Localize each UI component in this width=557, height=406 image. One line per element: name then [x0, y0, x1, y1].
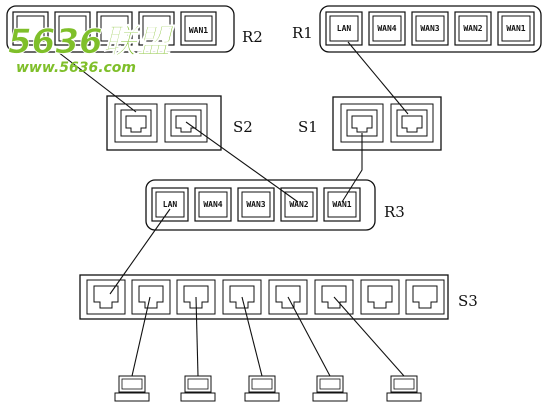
- computer-3: [244, 375, 280, 402]
- watermark-url: www.5636.com: [16, 60, 136, 76]
- router-r1-port-wan3: WAN3: [420, 24, 439, 33]
- router-r1-port-lan: LAN: [337, 24, 352, 33]
- computer-4: [312, 375, 348, 402]
- cable-s1-r3wan1: [341, 133, 363, 203]
- cable-s3-pc2: [195, 296, 199, 377]
- router-r1-port-wan1: WAN1: [506, 24, 525, 33]
- router-r1-port-wan4: WAN4: [377, 24, 396, 33]
- cable-s3-pc3: [241, 296, 263, 377]
- router-r3-port-wan1: WAN1: [332, 200, 351, 209]
- switch-s1: S1: [298, 96, 442, 151]
- router-r2: WAN1 R2: [6, 5, 263, 53]
- router-r3-label: R3: [384, 203, 405, 221]
- router-r1-label: R1: [292, 24, 313, 42]
- watermark-main: 5636联盟: [8, 22, 176, 62]
- router-r2-port-label: WAN1: [189, 26, 208, 35]
- switch-s2: S2: [106, 95, 253, 151]
- switch-s3-label: S3: [458, 292, 478, 310]
- cable-r1lan-s1: [347, 41, 409, 115]
- router-r3-port-lan: LAN: [163, 200, 178, 209]
- cable-s3-pc4: [287, 296, 331, 377]
- cable-s2-r3wan2: [185, 121, 299, 203]
- cable-r3lan-s3: [109, 208, 171, 295]
- router-r1: R1 LAN WAN4 WAN3 WAN2 WAN1: [292, 5, 542, 53]
- cable-s3-pc1: [131, 296, 151, 377]
- cable-s3-pc5: [333, 296, 405, 377]
- router-r3-port-wan2: WAN2: [289, 200, 308, 209]
- cable-r2-s2: [57, 51, 137, 113]
- computer-5: [386, 375, 422, 402]
- watermark: 5636联盟 www.5636.com: [8, 22, 176, 76]
- router-r3-port-wan4: WAN4: [203, 200, 222, 209]
- computer-1: [114, 375, 150, 402]
- switch-s1-label: S1: [298, 118, 318, 136]
- router-r1-port-wan2: WAN2: [463, 24, 482, 33]
- cables: [57, 41, 409, 377]
- switch-s3: S3: [79, 274, 478, 320]
- router-r3: LAN WAN4 WAN3 WAN2 WAN1 R3: [145, 179, 405, 231]
- router-r2-ports: WAN1: [12, 11, 217, 46]
- switch-s2-label: S2: [233, 118, 253, 136]
- computer-2: [180, 375, 216, 402]
- router-r3-port-wan3: WAN3: [246, 200, 265, 209]
- router-r2-label: R2: [242, 28, 263, 46]
